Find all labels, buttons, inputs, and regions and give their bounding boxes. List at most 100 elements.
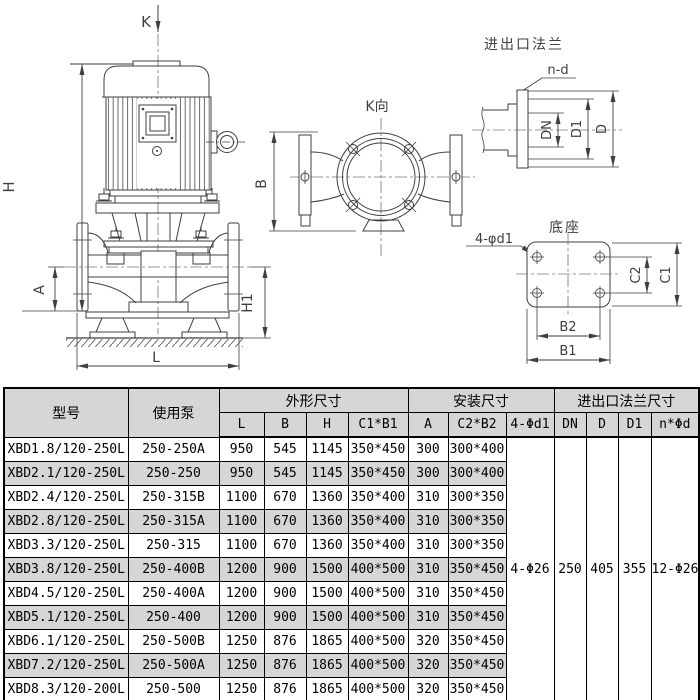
cell-c1b1: 400*500 — [347, 557, 409, 582]
dim-label-d1: D1 — [570, 120, 585, 138]
subheader-h: H — [305, 412, 349, 438]
cell-c2b2: 300*350 — [447, 533, 507, 558]
cell-pump: 250-315A — [127, 509, 220, 534]
cell-c1b1: 400*500 — [347, 677, 409, 700]
cell-l: 1200 — [218, 581, 265, 606]
cell-l: 1200 — [218, 557, 265, 582]
cell-model: XBD3.3/120-250L — [3, 533, 129, 558]
flange-section-view: 进出口法兰 n-d DN D1 D — [472, 37, 622, 169]
cell-c2b2: 350*450 — [447, 629, 507, 654]
table-row: XBD1.8/120-250L 250-250A 950 545 1145 35… — [3, 436, 700, 700]
cell-pump: 250-315B — [127, 485, 220, 510]
cell-l: 1250 — [218, 677, 265, 700]
subheader-dn: DN — [553, 412, 587, 438]
cell-b: 545 — [263, 436, 307, 462]
cell-a: 300 — [407, 436, 449, 462]
cell-h: 1865 — [305, 629, 349, 654]
cell-h: 1360 — [305, 485, 349, 510]
cell-a: 310 — [407, 581, 449, 606]
cell-d-merged: 405 — [585, 436, 619, 700]
cell-l: 1250 — [218, 629, 265, 654]
cell-c2b2: 350*450 — [447, 653, 507, 678]
cell-l: 1100 — [218, 509, 265, 534]
pump-top-view: K向 B — [254, 99, 475, 256]
spec-table: 型号 使用泵 外形尺寸 安装尺寸 进出口法兰尺寸 L B H C1*B1 A C… — [3, 387, 700, 700]
header-pump: 使用泵 — [127, 387, 220, 438]
dim-label-b: B — [254, 179, 270, 189]
cell-pump: 250-500A — [127, 653, 220, 678]
cell-pump: 250-250A — [127, 436, 220, 462]
table-row: XBD7.2/120-250L 250-500A 1250 876 1865 4… — [3, 653, 699, 678]
dim-label-b2: B2 — [559, 320, 576, 335]
cell-b: 900 — [263, 605, 307, 630]
base-holes-label: 4-φd1 — [475, 232, 513, 247]
flange-holes-label: n-d — [547, 63, 568, 78]
base-view-title: 底座 — [549, 220, 581, 236]
subheader-l: L — [218, 412, 265, 438]
cell-pump: 250-400B — [127, 557, 220, 582]
cell-h: 1360 — [305, 509, 349, 534]
table-row: XBD2.4/120-250L 250-315B 1100 670 1360 3… — [3, 485, 699, 510]
dim-label-d: D — [595, 124, 610, 134]
dim-label-dn: DN — [540, 120, 555, 140]
cell-h: 1145 — [305, 461, 349, 486]
cell-c2b2: 350*450 — [447, 581, 507, 606]
cell-a: 310 — [407, 557, 449, 582]
subheader-a: A — [407, 412, 449, 438]
spec-table-body: XBD1.8/120-250L 250-250A 950 545 1145 35… — [3, 436, 700, 700]
cell-a: 310 — [407, 509, 449, 534]
header-outline-dims: 外形尺寸 — [218, 387, 409, 413]
cell-4phid1-merged: 4-Φ26 — [505, 436, 555, 700]
cell-b: 876 — [263, 677, 307, 700]
cell-h: 1500 — [305, 557, 349, 582]
cell-model: XBD1.8/120-250L — [3, 436, 129, 462]
table-row: XBD3.8/120-250L 250-400B 1200 900 1500 4… — [3, 557, 699, 582]
cell-h: 1500 — [305, 605, 349, 630]
cell-model: XBD4.5/120-250L — [3, 581, 129, 606]
header-model: 型号 — [3, 387, 129, 438]
cell-l: 1100 — [218, 485, 265, 510]
cell-pump: 250-500B — [127, 629, 220, 654]
k-direction-label: K — [141, 13, 152, 31]
cell-c1b1: 350*450 — [347, 461, 409, 486]
subheader-c1b1: C1*B1 — [347, 412, 409, 438]
cell-c2b2: 300*350 — [447, 509, 507, 534]
table-row: XBD6.1/120-250L 250-500B 1250 876 1865 4… — [3, 629, 699, 654]
cell-b: 900 — [263, 581, 307, 606]
cell-h: 1865 — [305, 653, 349, 678]
cell-a: 310 — [407, 485, 449, 510]
cell-h: 1865 — [305, 677, 349, 700]
cell-b: 670 — [263, 509, 307, 534]
flange-view-title: 进出口法兰 — [484, 37, 564, 53]
cell-l: 950 — [218, 436, 265, 462]
table-row: XBD3.3/120-250L 250-315 1100 670 1360 35… — [3, 533, 699, 558]
cell-c2b2: 300*350 — [447, 485, 507, 510]
dim-label-c1: C1 — [659, 266, 674, 283]
cell-pump: 250-250 — [127, 461, 220, 486]
cell-model: XBD2.1/120-250L — [3, 461, 129, 486]
cell-l: 1100 — [218, 533, 265, 558]
cell-c1b1: 350*400 — [347, 485, 409, 510]
cell-d1-merged: 355 — [617, 436, 652, 700]
subheader-4phid1: 4-Φd1 — [505, 412, 555, 438]
cell-l: 1200 — [218, 605, 265, 630]
dim-label-h1: H1 — [240, 293, 256, 312]
cell-nphid-merged: 12-Φ26 — [650, 436, 700, 700]
header-install-dims: 安装尺寸 — [407, 387, 555, 413]
cell-a: 310 — [407, 533, 449, 558]
dim-label-h: H — [0, 181, 18, 192]
cell-model: XBD8.3/120-200L — [3, 677, 129, 700]
cell-a: 320 — [407, 677, 449, 700]
cell-model: XBD3.8/120-250L — [3, 557, 129, 582]
cell-dn-merged: 250 — [553, 436, 587, 700]
cell-model: XBD2.8/120-250L — [3, 509, 129, 534]
cell-b: 876 — [263, 653, 307, 678]
dim-label-l: L — [152, 350, 160, 366]
cell-h: 1360 — [305, 533, 349, 558]
cell-pump: 250-500 — [127, 677, 220, 700]
table-row: XBD2.1/120-250L 250-250 950 545 1145 350… — [3, 461, 699, 486]
technical-drawing: K — [0, 5, 682, 370]
cell-model: XBD5.1/120-250L — [3, 605, 129, 630]
cell-c2b2: 350*450 — [447, 605, 507, 630]
